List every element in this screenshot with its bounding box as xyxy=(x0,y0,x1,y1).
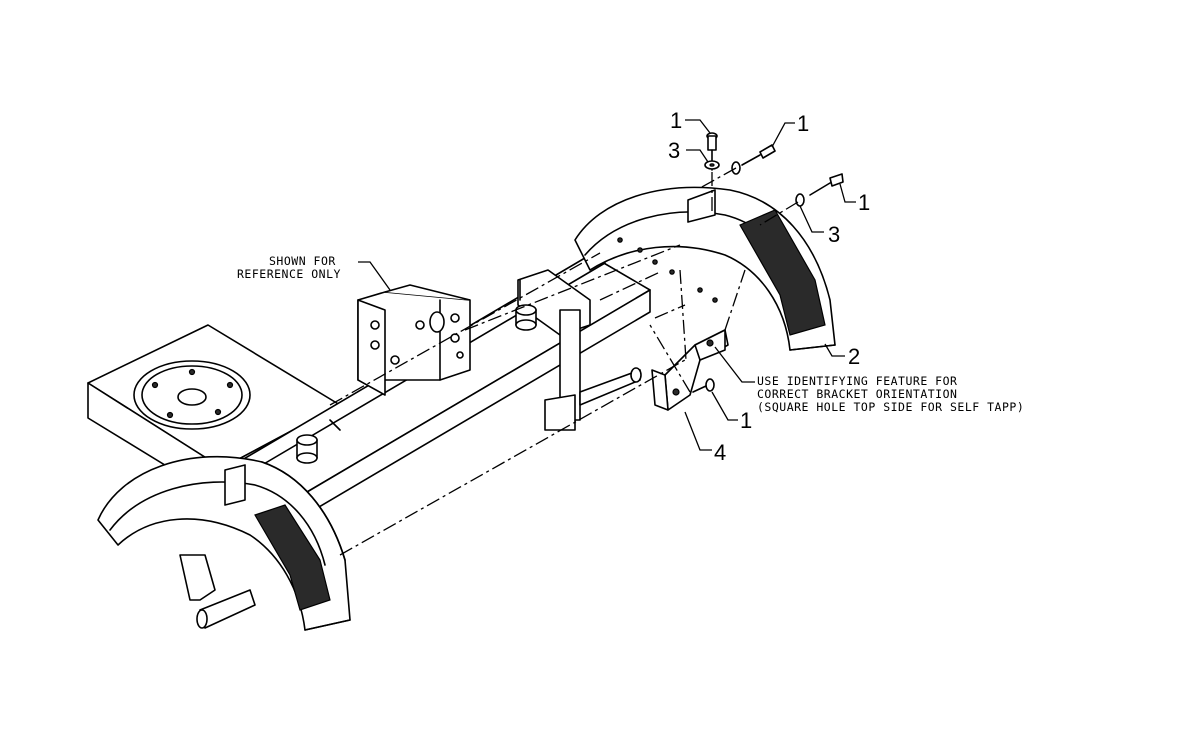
orientation-note: USE IDENTIFYING FEATURE FOR CORRECT BRAC… xyxy=(757,374,1024,414)
fender-left xyxy=(97,455,351,631)
spindle-left xyxy=(196,589,256,629)
washer-right xyxy=(795,193,805,207)
mounting-bracket xyxy=(651,329,729,411)
orientation-note-line-2: CORRECT BRACKET ORIENTATION xyxy=(757,387,957,401)
grease-fitting-left xyxy=(296,434,318,464)
grease-fitting-center xyxy=(515,304,537,331)
callout-1-top: 1 xyxy=(670,108,682,133)
hitch-post xyxy=(517,269,642,431)
reference-note-line-1: SHOWN FOR xyxy=(269,254,336,268)
assembly-centerlines xyxy=(329,167,799,556)
bolt-bracket xyxy=(692,378,715,393)
bolt-right xyxy=(809,173,844,196)
leader-lines xyxy=(358,119,856,451)
callout-2: 2 xyxy=(848,344,860,369)
callout-1-right: 1 xyxy=(858,190,870,215)
callout-1-bracket: 1 xyxy=(740,408,752,433)
callout-1-upper-right: 1 xyxy=(797,111,809,136)
fender-right xyxy=(574,186,836,351)
reference-note-line-2: REFERENCE ONLY xyxy=(237,267,341,281)
reference-note: SHOWN FOR REFERENCE ONLY xyxy=(237,254,341,281)
washer-top xyxy=(704,160,720,170)
callout-3-right: 3 xyxy=(828,222,840,247)
callout-3-top: 3 xyxy=(668,138,680,163)
bolt-upper-right xyxy=(731,144,776,175)
callout-4: 4 xyxy=(714,440,726,465)
orientation-note-line-1: USE IDENTIFYING FEATURE FOR xyxy=(757,374,957,388)
reference-bracket xyxy=(357,284,471,396)
orientation-note-line-3: (SQUARE HOLE TOP SIDE FOR SELF TAPP) xyxy=(757,400,1024,414)
bolt-top xyxy=(706,132,718,171)
